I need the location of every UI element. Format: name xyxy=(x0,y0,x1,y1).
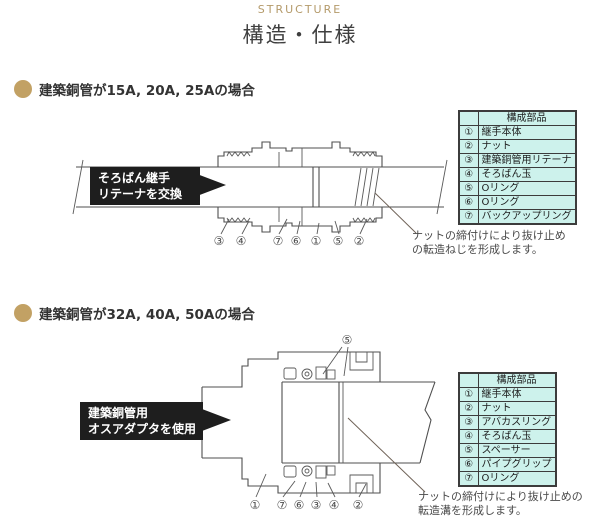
part-num: ⑥ xyxy=(458,195,479,210)
part-name: そろばん玉 xyxy=(477,429,556,444)
table2-header: 構成部品 xyxy=(477,372,556,388)
label-box-retainer: そろばん継手 リテーナを交換 xyxy=(90,167,200,205)
part-name: Oリング xyxy=(477,181,576,196)
label-arrow-icon xyxy=(202,409,231,431)
callout-number: ③ xyxy=(213,234,225,248)
callout-number: ③ xyxy=(310,498,322,512)
callout-number: ② xyxy=(352,498,364,512)
part-name: 継手本体 xyxy=(477,387,556,402)
section-eyebrow: STRUCTURE xyxy=(257,3,343,16)
label1-line2: リテーナを交換 xyxy=(98,187,183,201)
label-arrow-icon xyxy=(197,174,226,196)
part-num: ① xyxy=(458,125,479,140)
section2-heading-text: 建築銅管が32A, 40A, 50Aの場合 xyxy=(39,307,255,323)
section2-heading: 建築銅管が32A, 40A, 50Aの場合 xyxy=(14,303,255,323)
part-name: ナット xyxy=(477,139,576,154)
part-num: ③ xyxy=(458,415,479,430)
callout-number: ⑤ xyxy=(341,333,353,347)
note1-line1: ナットの締付けにより抜け止め xyxy=(412,229,566,242)
part-name: 継手本体 xyxy=(477,125,576,140)
note2-line2: 転造溝を形成します。 xyxy=(418,504,527,517)
part-num: ④ xyxy=(458,429,479,444)
part-name: 建築銅管用リテーナ xyxy=(477,153,576,168)
callout-number: ④ xyxy=(328,498,340,512)
callout-number: ⑦ xyxy=(276,498,288,512)
part-name: そろばん玉 xyxy=(477,167,576,182)
note1-line2: の転造ねじを形成します。 xyxy=(412,243,543,256)
callout-number: ② xyxy=(353,234,365,248)
part-num: ⑤ xyxy=(458,443,479,458)
table1-corner-cell xyxy=(458,110,479,126)
callout-number: ⑥ xyxy=(293,498,305,512)
table2-corner-cell xyxy=(458,372,479,388)
coupling-diagram-32-50a xyxy=(201,346,436,498)
label1-line1: そろばん継手 xyxy=(98,171,171,185)
note-thread-forming: ナットの締付けにより抜け止め の転造ねじを形成します。 xyxy=(412,229,566,257)
part-num: ⑦ xyxy=(458,209,479,225)
label-box-male-adapter: 建築銅管用 オスアダプタを使用 xyxy=(80,402,203,440)
callout-number: ① xyxy=(310,234,322,248)
section1-heading-text: 建築銅管が15A, 20A, 25Aの場合 xyxy=(39,83,255,99)
part-num: ① xyxy=(458,387,479,402)
callout-number: ④ xyxy=(235,234,247,248)
part-name: Oリング xyxy=(477,195,576,210)
part-num: ③ xyxy=(458,153,479,168)
part-num: ⑥ xyxy=(458,457,479,472)
page-title: 構造・仕様 xyxy=(242,23,358,47)
part-num: ⑤ xyxy=(458,181,479,196)
part-name: ナット xyxy=(477,401,556,416)
note-groove-forming: ナットの締付けにより抜け止めの 転造溝を形成します。 xyxy=(418,490,583,518)
part-name: バックアップリング xyxy=(477,209,576,225)
callout-number: ⑥ xyxy=(290,234,302,248)
part-name: スペーサー xyxy=(477,443,556,458)
part-name: パイプグリップ xyxy=(477,457,556,472)
section1-heading: 建築銅管が15A, 20A, 25Aの場合 xyxy=(14,79,255,99)
part-num: ④ xyxy=(458,167,479,182)
callout-number: ⑤ xyxy=(332,234,344,248)
part-num: ② xyxy=(458,139,479,154)
part-name: アバカスリング xyxy=(477,415,556,430)
part-num: ② xyxy=(458,401,479,416)
coupling-diagram-15-25a xyxy=(72,141,448,235)
part-name: Oリング xyxy=(477,471,556,487)
part-num: ⑦ xyxy=(458,471,479,487)
table1-header: 構成部品 xyxy=(477,110,576,126)
callout-number: ① xyxy=(249,498,261,512)
label2-line2: オスアダプタを使用 xyxy=(88,422,197,436)
label2-line1: 建築銅管用 xyxy=(88,406,149,420)
gold-bullet-icon xyxy=(14,304,32,322)
callout-number: ⑦ xyxy=(272,234,284,248)
note2-line1: ナットの締付けにより抜け止めの xyxy=(418,490,583,503)
gold-bullet-icon xyxy=(14,80,32,98)
